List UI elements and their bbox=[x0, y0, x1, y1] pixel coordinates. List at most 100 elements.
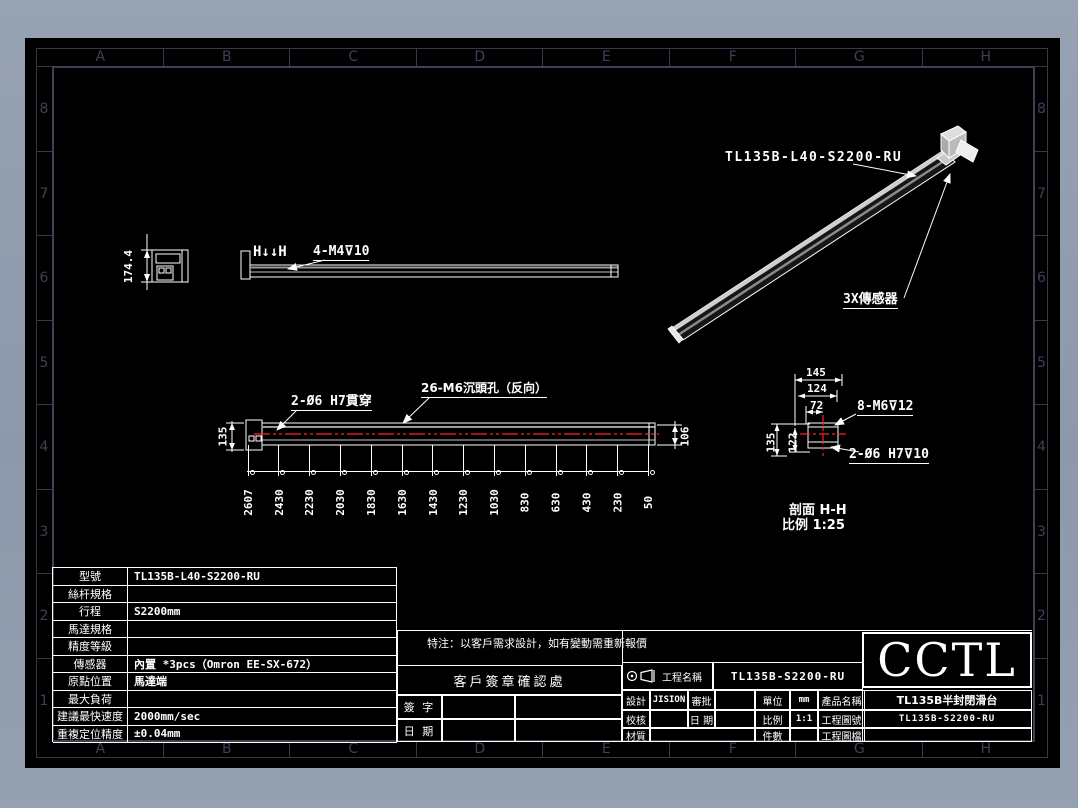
signature-date-field[interactable] bbox=[442, 719, 515, 742]
border-column-label: F bbox=[668, 48, 797, 66]
scale-label: 比例 bbox=[755, 710, 790, 728]
border-column-label: F bbox=[668, 740, 797, 758]
signature-date-field-2[interactable] bbox=[515, 719, 622, 742]
dimension-baseline bbox=[247, 471, 649, 472]
border-row-label: 7 bbox=[36, 150, 52, 237]
material-value bbox=[650, 728, 755, 742]
dimension-dot bbox=[403, 470, 409, 475]
dimension-tick bbox=[339, 468, 341, 476]
dimension-dot bbox=[280, 470, 286, 475]
baseline-dimension: 2230 bbox=[301, 445, 318, 530]
border-column-label: A bbox=[36, 740, 164, 758]
border-column-label: E bbox=[542, 740, 670, 758]
qty-label: 件數 bbox=[755, 728, 790, 742]
top-view-right-dim: 106 bbox=[678, 426, 691, 446]
border-row-label: 7 bbox=[1035, 150, 1048, 237]
spec-table-row: 傳感器 內置 *3pcs（Omron EE-SX-672） bbox=[53, 655, 397, 673]
drawing-linework bbox=[141, 125, 979, 457]
extension-line bbox=[463, 445, 465, 471]
baseline-dimension: 50 bbox=[640, 445, 657, 530]
signature-sign-field-2[interactable] bbox=[515, 695, 622, 719]
spec-table-row: 行程 S2200mm bbox=[53, 603, 397, 621]
dimension-dot bbox=[619, 470, 625, 475]
spec-row-label: 傳感器 bbox=[53, 655, 128, 673]
extension-line bbox=[278, 445, 280, 471]
extension-line bbox=[586, 445, 588, 471]
drawing-no-label: 工程圖號 bbox=[818, 710, 865, 728]
border-row-label: 8 bbox=[1035, 66, 1048, 152]
border-row-label: 3 bbox=[36, 488, 52, 575]
customer-signature-title: 客戶簽章確認處 bbox=[397, 665, 622, 695]
baseline-dimension: 1430 bbox=[424, 445, 441, 530]
dimension-tick bbox=[309, 468, 311, 476]
spec-row-label: 最大負荷 bbox=[53, 690, 128, 708]
dimension-tick bbox=[370, 468, 372, 476]
dimension-dot bbox=[372, 470, 378, 475]
border-row-label: 4 bbox=[36, 404, 52, 490]
extension-line bbox=[339, 445, 341, 471]
border-row-label: 2 bbox=[36, 573, 52, 659]
signature-date-label: 日 期 bbox=[397, 719, 442, 742]
product-name-value: TL135B半封閉滑台 bbox=[862, 690, 1032, 710]
extension-line bbox=[401, 445, 403, 471]
border-column-label: G bbox=[795, 48, 923, 66]
unit-value: mm bbox=[790, 690, 818, 710]
border-row-label: 4 bbox=[1035, 404, 1048, 490]
date-value bbox=[715, 710, 755, 728]
border-column-label: G bbox=[795, 740, 923, 758]
extension-line bbox=[524, 445, 526, 471]
extension-line bbox=[493, 445, 495, 471]
cctl-logo: CCTL bbox=[862, 632, 1032, 688]
section-dim-135: 135 bbox=[764, 432, 777, 452]
projection-name-cell: 工程名稱 bbox=[622, 662, 713, 690]
dimension-dot bbox=[311, 470, 317, 475]
border-row-label: 8 bbox=[36, 66, 52, 152]
signature-sign-field[interactable] bbox=[442, 695, 515, 719]
dimension-dot bbox=[557, 470, 563, 475]
section-scale: 比例 1:25 bbox=[782, 518, 845, 533]
extension-line bbox=[432, 445, 434, 471]
extension-line bbox=[617, 445, 619, 471]
dimension-tick bbox=[278, 468, 280, 476]
first-angle-projection-icon bbox=[626, 669, 655, 683]
design-label: 設計 bbox=[622, 690, 650, 710]
border-column-label: H bbox=[921, 740, 1050, 758]
spec-row-label: 精度等級 bbox=[53, 638, 128, 656]
drawing-no-value: TL135B-S2200-RU bbox=[862, 710, 1032, 728]
spec-table-row: 型號 TL135B-L40-S2200-RU bbox=[53, 568, 397, 586]
spec-row-value bbox=[128, 620, 397, 638]
extension-line bbox=[647, 445, 649, 471]
border-column-label: D bbox=[415, 48, 544, 66]
spec-table-row: 絲杆規格 bbox=[53, 585, 397, 603]
drawing-file-label: 工程圖檔 bbox=[818, 728, 865, 742]
dimension-dot bbox=[341, 470, 347, 475]
border-row-label: 6 bbox=[36, 235, 52, 321]
project-name-value: TL135B-S2200-RU bbox=[713, 662, 863, 690]
baseline-dimension: 1830 bbox=[363, 445, 380, 530]
spec-row-value bbox=[128, 638, 397, 656]
baseline-dimension: 2030 bbox=[332, 445, 349, 530]
dimension-tick bbox=[647, 468, 649, 476]
spec-row-value: 內置 *3pcs（Omron EE-SX-672） bbox=[128, 655, 397, 673]
dimension-tick bbox=[247, 468, 249, 476]
dimension-tick bbox=[617, 468, 619, 476]
dimension-dot bbox=[526, 470, 532, 475]
baseline-dimension: 2430 bbox=[270, 445, 287, 530]
counterbore-callout: 26-M6沉頭孔（反向） bbox=[421, 379, 547, 398]
spec-row-value bbox=[128, 690, 397, 708]
baseline-dimension: 230 bbox=[609, 445, 626, 530]
border-column-label: H bbox=[921, 48, 1050, 66]
note-left-line bbox=[397, 630, 398, 665]
scale-value: 1:1 bbox=[790, 710, 818, 728]
border-column-label: C bbox=[289, 48, 417, 66]
check-label: 校核 bbox=[622, 710, 650, 728]
spec-table-row: 重複定位精度 ±0.04mm bbox=[53, 725, 397, 743]
spec-row-value bbox=[128, 585, 397, 603]
border-row-label: 5 bbox=[36, 319, 52, 406]
project-name-label: 工程名稱 bbox=[662, 672, 702, 684]
border-row-label: 2 bbox=[1035, 573, 1048, 659]
